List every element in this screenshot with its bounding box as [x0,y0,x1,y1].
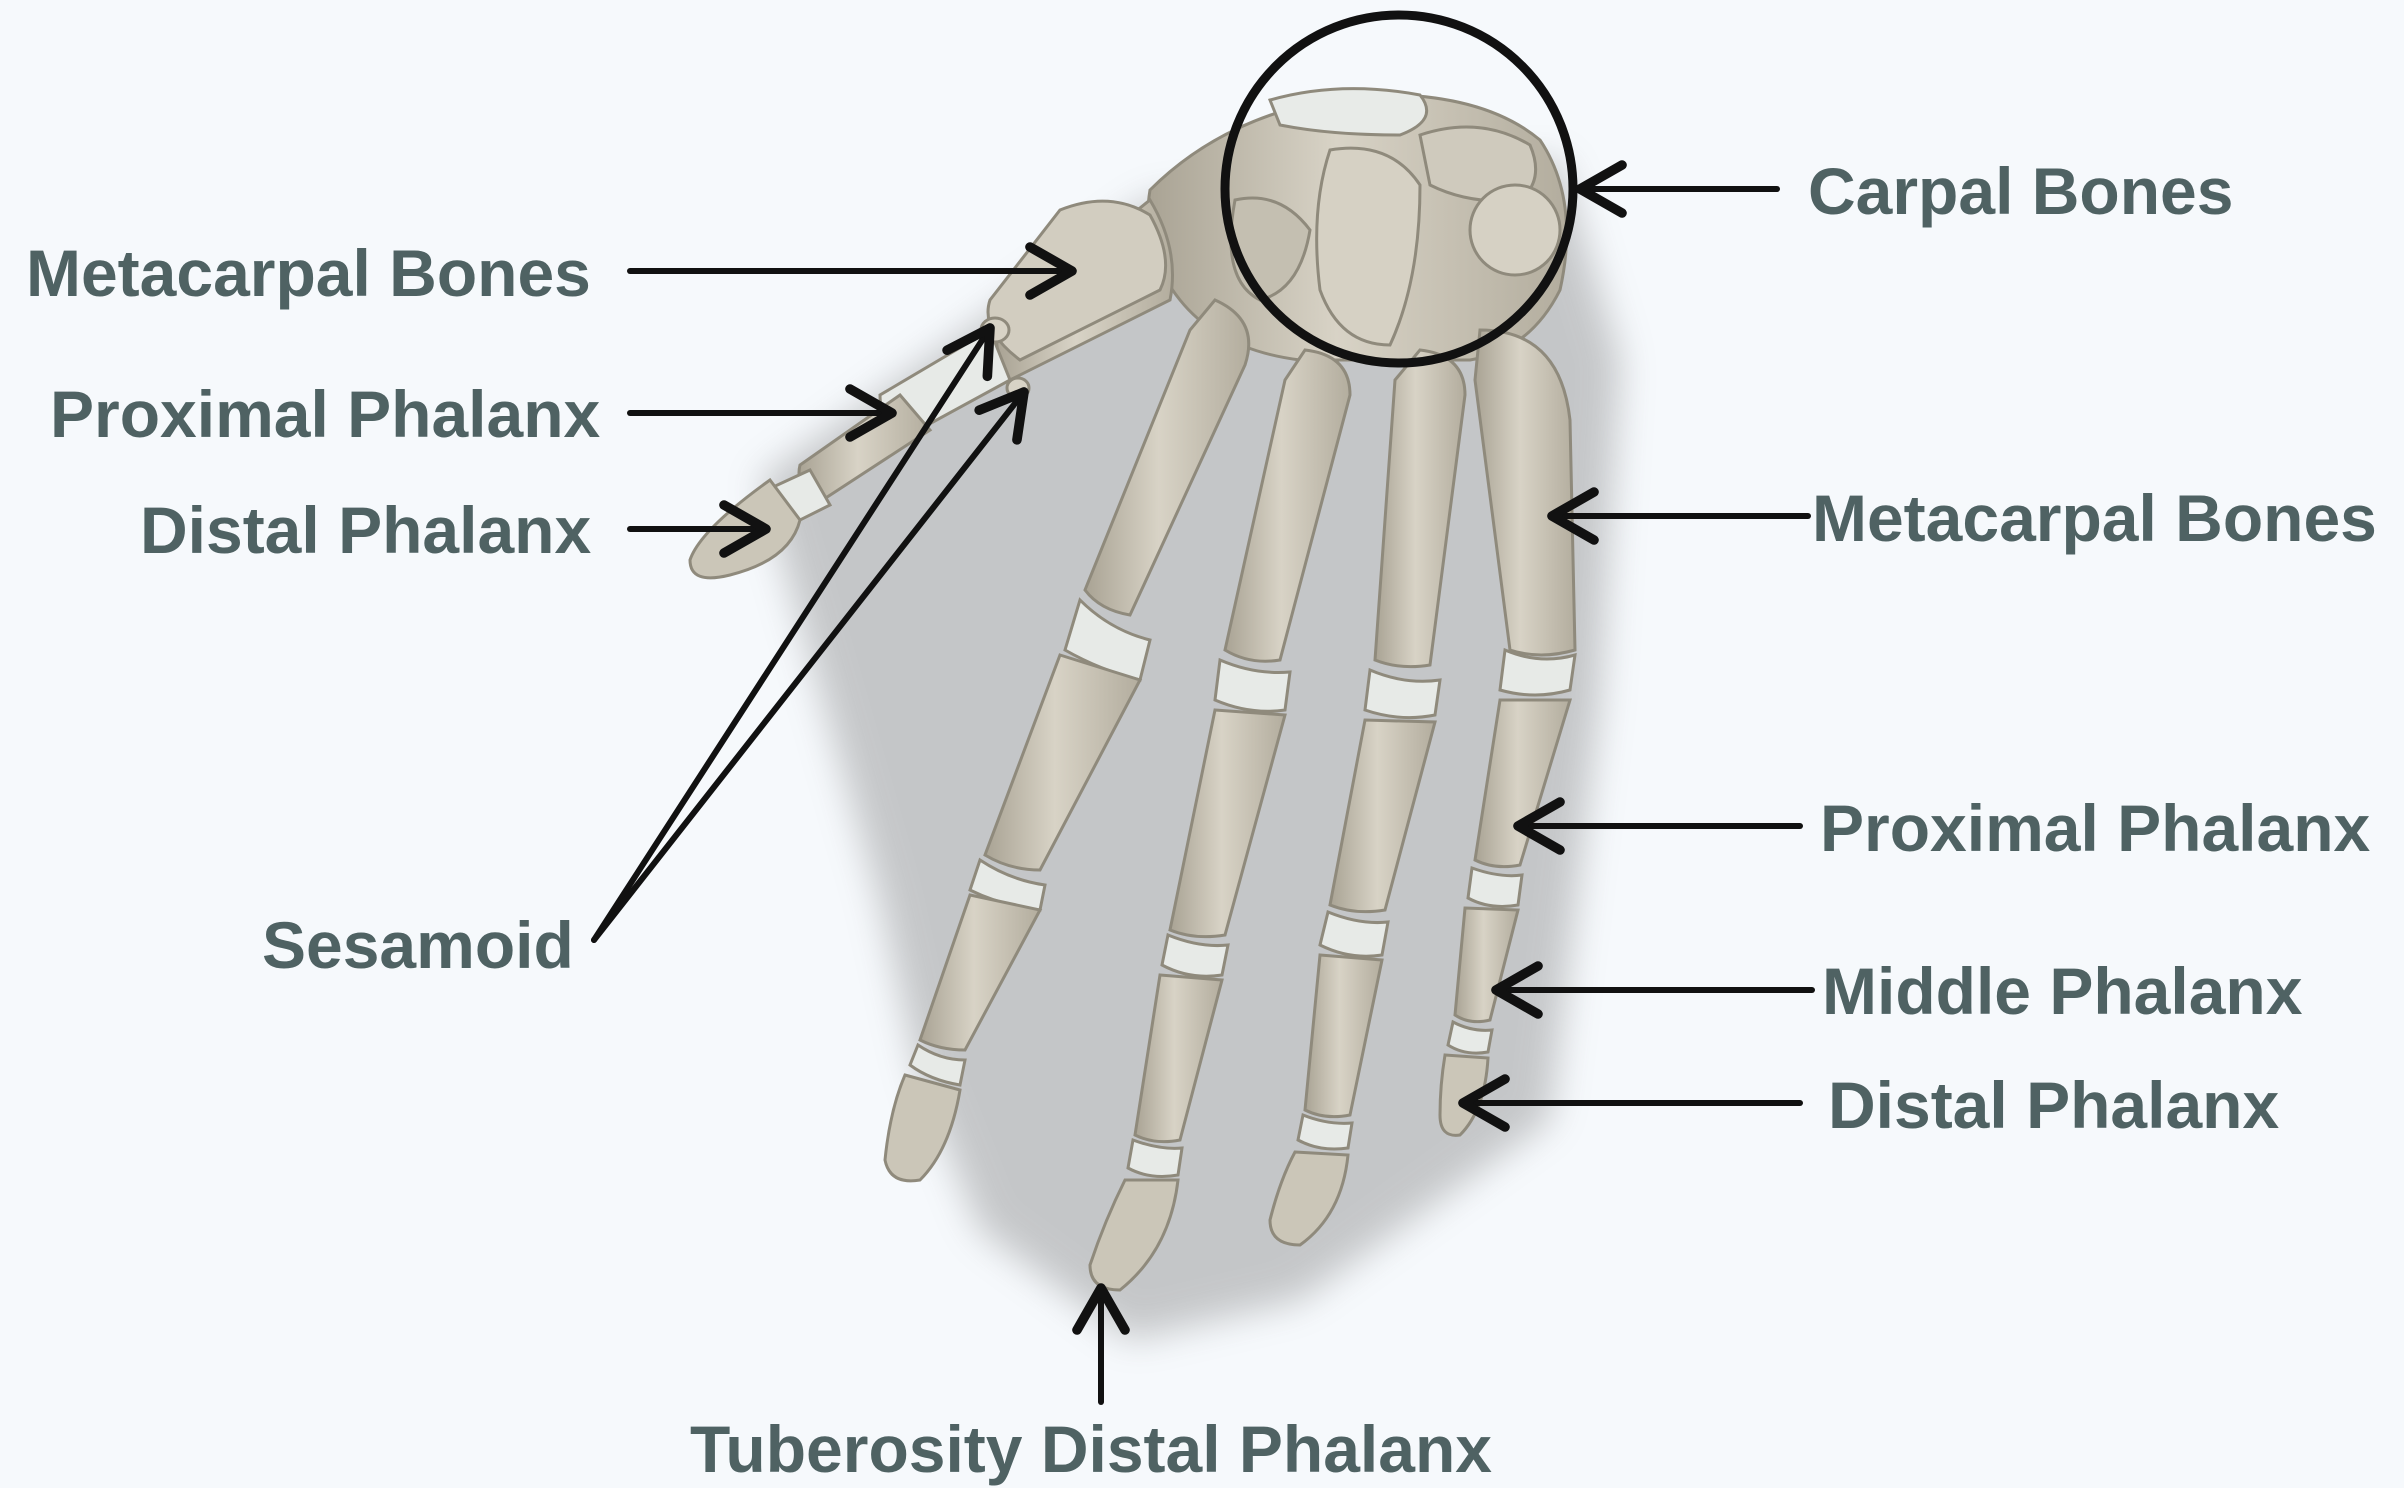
label-tuberosity: Tuberosity Distal Phalanx [690,1410,1492,1488]
label-right-distal: Distal Phalanx [1828,1066,2279,1144]
label-left-distal: Distal Phalanx [140,491,591,569]
label-right-metacarpal: Metacarpal Bones [1812,479,2377,557]
label-sesamoid: Sesamoid [262,906,574,984]
label-left-metacarpal: Metacarpal Bones [26,234,591,312]
label-left-proximal: Proximal Phalanx [50,375,600,453]
label-carpal: Carpal Bones [1808,152,2233,230]
label-right-proximal: Proximal Phalanx [1820,789,2370,867]
label-right-middle: Middle Phalanx [1822,952,2302,1030]
